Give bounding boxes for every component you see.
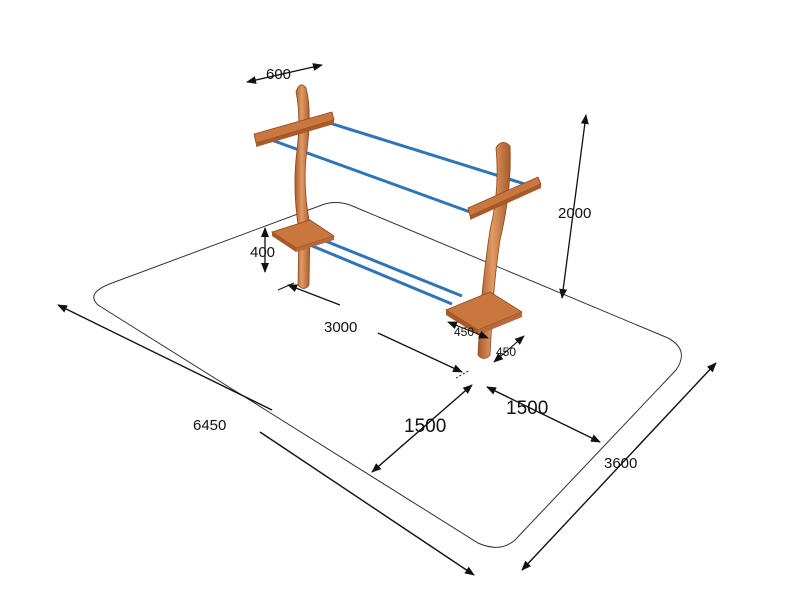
- label-clearance-right: 1500: [506, 398, 548, 419]
- dim-arrow-top-beam: [246, 63, 323, 84]
- left-step-plate-side: [272, 232, 296, 252]
- left-step-plate-front: [296, 236, 334, 252]
- dim-arrow-total-height: [559, 114, 589, 299]
- upper-rope-back: [319, 118, 529, 187]
- dim-arrow-span-start: [287, 284, 341, 306]
- lower-rope-front: [309, 243, 453, 306]
- label-zone-length: 6450: [193, 417, 226, 434]
- dim-arrow-plate-width: [447, 321, 489, 339]
- dim-tick-span-right: [455, 369, 471, 379]
- left-step-plate: [271, 219, 335, 249]
- label-step-height: 400: [250, 244, 275, 261]
- dim-arrow-zone-length-start: [57, 304, 273, 411]
- label-plate-width: 450: [454, 325, 474, 339]
- label-plate-depth: 450: [496, 345, 516, 359]
- lower-rope-back: [317, 236, 463, 298]
- left-post: [294, 84, 311, 289]
- right-top-beam-side: [470, 184, 541, 220]
- dim-arrow-zone-width: [521, 362, 717, 571]
- dim-arrow-zone-length-end: [259, 431, 475, 576]
- left-top-beam-side: [256, 120, 334, 147]
- dim-tick-span-left: [277, 282, 295, 291]
- right-step-plate-front: [478, 312, 522, 335]
- safety-zone-outline: [93, 202, 682, 548]
- label-clearance-left: 1500: [404, 416, 446, 437]
- dim-arrow-plate-depth: [493, 335, 525, 363]
- label-top-beam-length: 600: [266, 66, 291, 83]
- label-total-height: 2000: [558, 205, 591, 222]
- label-zone-width: 3600: [604, 455, 637, 472]
- dim-arrow-clearance-left: [371, 384, 473, 473]
- dim-arrow-span-end: [377, 332, 463, 373]
- label-span-length: 3000: [324, 319, 357, 336]
